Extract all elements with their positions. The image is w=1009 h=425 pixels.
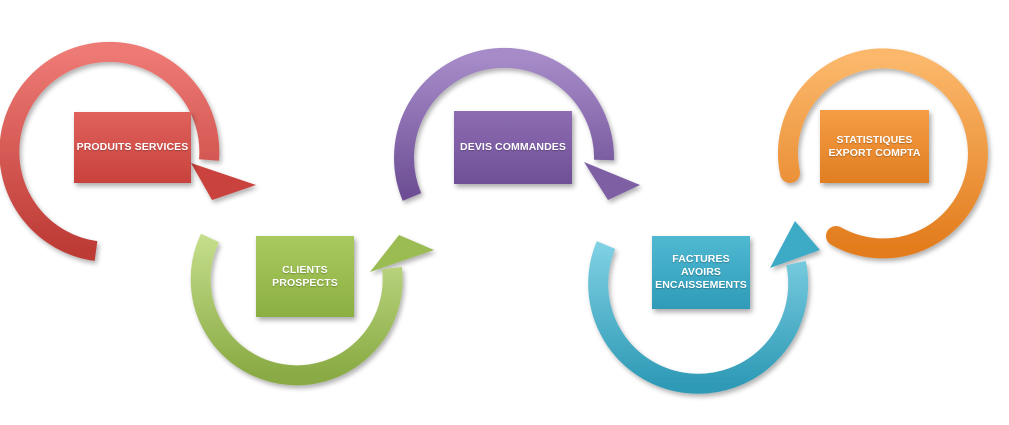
step-produits-services: PRODUITS SERVICES [74, 112, 191, 183]
step-factures-avoirs-encaissements: FACTURES AVOIRS ENCAISSEMENTS [652, 236, 750, 309]
arrow-clients-icon [190, 233, 434, 386]
arrow-devis-icon [394, 47, 640, 201]
arrow-produits-icon [0, 41, 256, 261]
step-devis-commandes: DEVIS COMMANDES [454, 111, 572, 184]
arrow-stats-icon [778, 48, 988, 259]
step-clients-prospects: CLIENTS PROSPECTS [256, 236, 354, 317]
step-statistiques-export-compta: STATISTIQUES EXPORT COMPTA [820, 110, 929, 183]
arrow-factures-icon [588, 221, 820, 394]
